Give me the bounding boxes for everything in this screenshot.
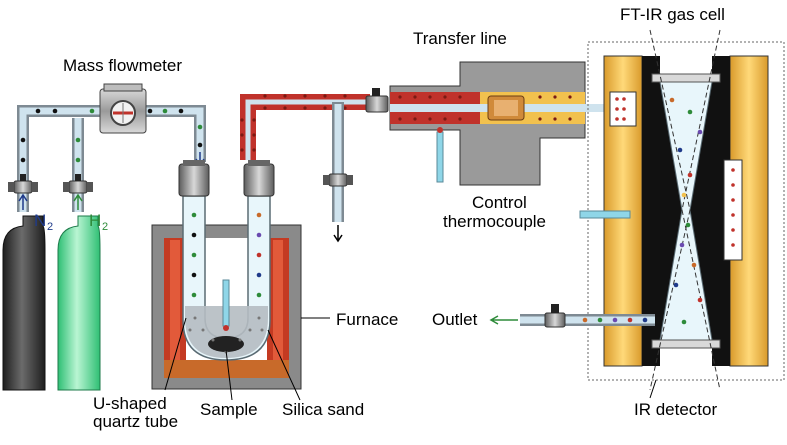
label-n2-sub: 2 [47, 221, 53, 233]
heated-outlet-line [240, 94, 370, 243]
ftir-gas-cell [587, 29, 785, 391]
label-h2: H 2 [89, 211, 108, 233]
label-h2-sub: 2 [102, 221, 108, 233]
transfer-line [389, 61, 605, 186]
h2-valve[interactable] [63, 174, 93, 194]
silica-sand-dots [188, 316, 264, 354]
label-h2-main: H [89, 211, 101, 230]
reactor-flow-dots [191, 212, 262, 298]
label-u-tube-2: quartz tube [93, 412, 178, 431]
outlet-valve[interactable] [544, 304, 566, 328]
outlet-line [489, 314, 655, 326]
label-u-tube-1: U-shaped [93, 394, 167, 413]
n2-cylinder [2, 215, 46, 391]
label-outlet: Outlet [432, 310, 478, 329]
label-transfer-line: Transfer line [413, 29, 507, 48]
vent-valve[interactable] [323, 173, 353, 187]
label-mass-flowmeter: Mass flowmeter [63, 56, 182, 75]
control-thermocouple [579, 210, 631, 219]
label-furnace: Furnace [336, 310, 398, 329]
transfer-valve[interactable] [365, 88, 389, 113]
leader-lines [164, 317, 657, 401]
h2-cylinder [57, 215, 101, 391]
reactor-fittings [178, 160, 275, 197]
cell-gas-dots [669, 97, 703, 325]
label-n2-main: N [34, 211, 46, 230]
label-n2: N 2 [34, 211, 53, 233]
mass-flowmeter [99, 83, 147, 134]
label-control-2: thermocouple [443, 212, 546, 231]
n2-valve[interactable] [8, 174, 38, 194]
label-ftir-gas-cell: FT-IR gas cell [620, 5, 725, 24]
inlet-flow-dots [20, 108, 203, 163]
label-silica-sand: Silica sand [282, 400, 364, 419]
label-sample: Sample [200, 400, 258, 419]
label-ir-detector: IR detector [634, 400, 717, 419]
label-control-1: Control [472, 193, 527, 212]
u-shaped-quartz-tube [182, 195, 271, 361]
